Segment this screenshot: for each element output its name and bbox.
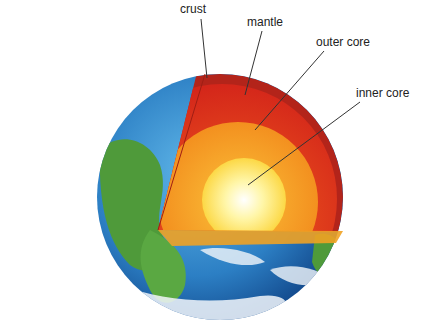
cut-face xyxy=(158,230,343,246)
layer-label: crust xyxy=(180,2,206,16)
globe xyxy=(97,74,343,320)
layer-label: inner core xyxy=(356,86,409,100)
cut-edge xyxy=(158,74,205,230)
cutaway-layers xyxy=(97,74,343,320)
layer-label: mantle xyxy=(247,15,283,29)
layer-label: outer core xyxy=(316,35,370,49)
